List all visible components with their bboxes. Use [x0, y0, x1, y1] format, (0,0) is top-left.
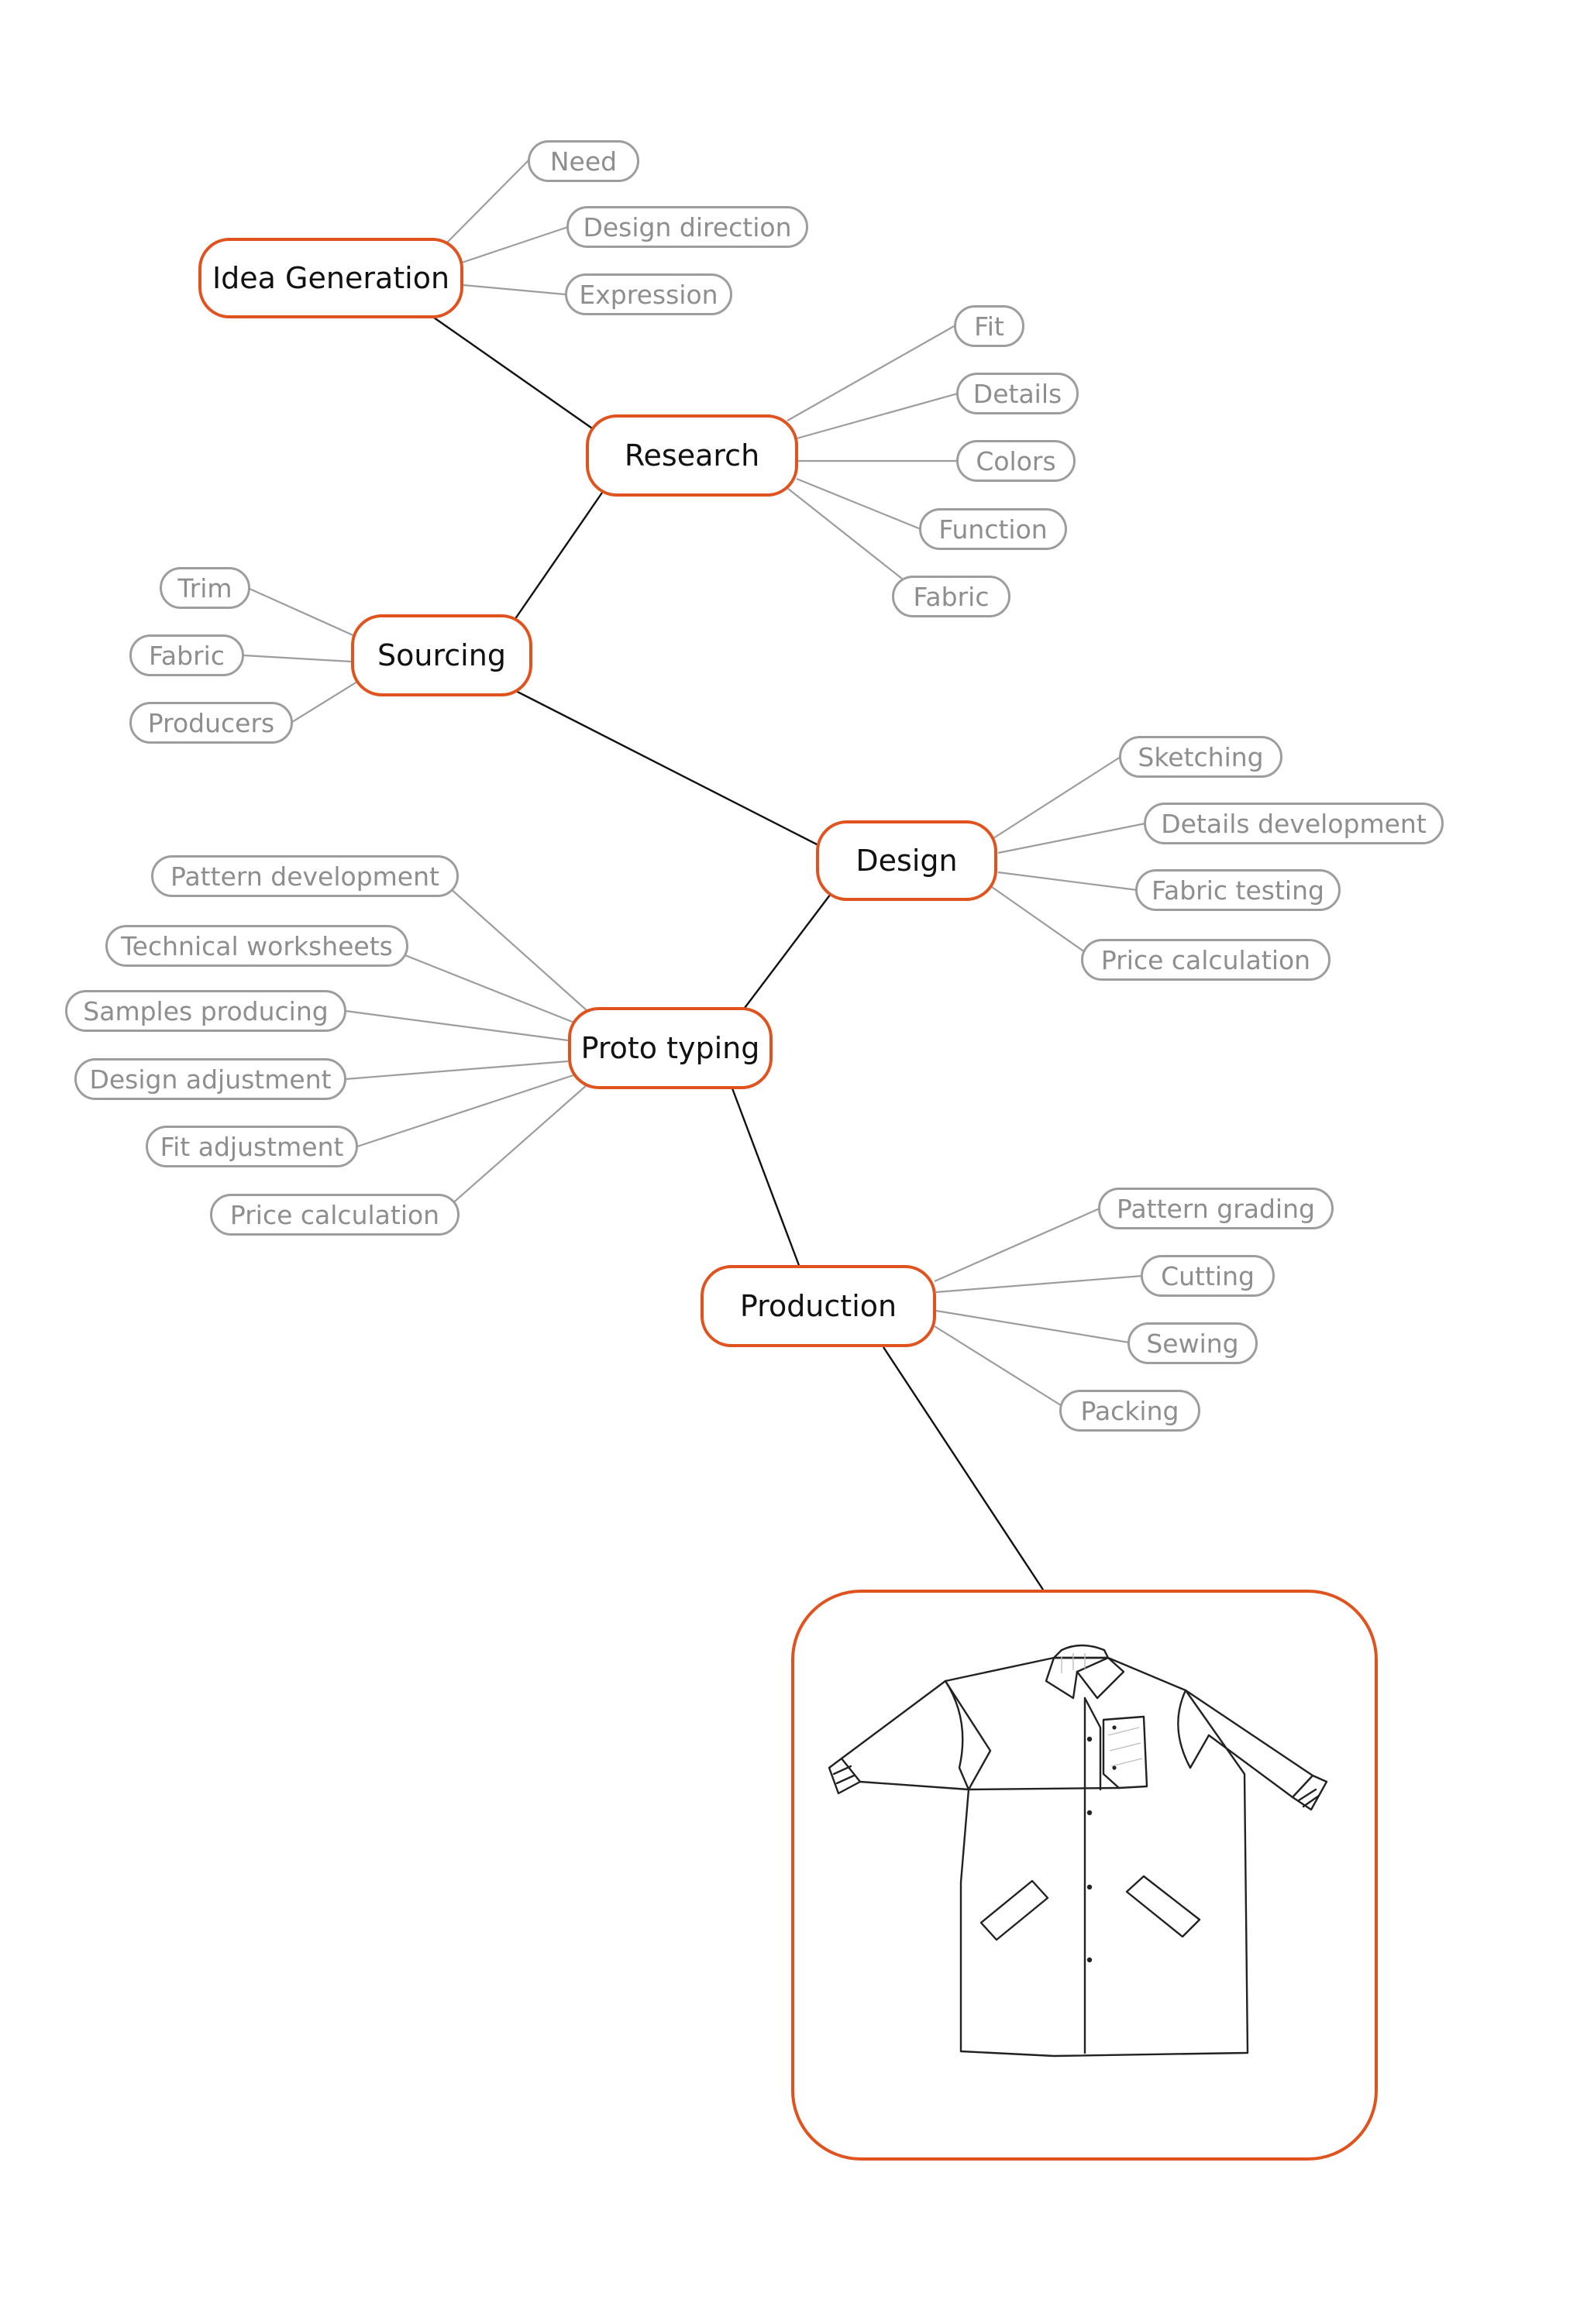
connector-line	[796, 392, 959, 440]
proto-typing-item: Design adjustment	[74, 1058, 346, 1100]
research-item: Fabric	[892, 576, 1010, 617]
connector-line	[787, 487, 903, 579]
connector-line	[402, 953, 579, 1026]
connector-line	[742, 893, 831, 1012]
connector-line	[291, 681, 358, 723]
stage-idea-generation: Idea Generation	[198, 238, 463, 318]
idea-generation-item: Need	[528, 140, 639, 182]
design-item: Details development	[1144, 803, 1444, 844]
stage-research: Research	[586, 414, 798, 497]
connector-line	[997, 871, 1138, 892]
production-item: Pattern grading	[1098, 1188, 1334, 1229]
connector-line	[997, 822, 1146, 854]
connector-line	[449, 887, 588, 1012]
production-item: Packing	[1059, 1390, 1200, 1432]
connector-line	[935, 1274, 1143, 1294]
connector-line	[345, 1009, 569, 1042]
design-item: Price calculation	[1081, 939, 1331, 981]
production-item: Sewing	[1127, 1322, 1258, 1364]
connector-line	[345, 1060, 569, 1081]
proto-typing-item: Price calculation	[210, 1194, 460, 1236]
connector-line	[796, 477, 921, 531]
stage-proto-typing: Proto typing	[568, 1007, 773, 1089]
research-item: Function	[919, 508, 1067, 550]
connector-line	[935, 1309, 1130, 1344]
stage-production: Production	[701, 1265, 936, 1347]
connector-line	[512, 492, 603, 623]
design-item: Fabric testing	[1135, 869, 1341, 911]
proto-typing-item: Fit adjustment	[146, 1126, 358, 1167]
connector-line	[445, 160, 529, 245]
connector-line	[243, 654, 352, 663]
sourcing-item: Fabric	[129, 634, 244, 676]
connector-line	[934, 1325, 1062, 1406]
connector-line	[356, 1072, 579, 1148]
sourcing-item: Trim	[160, 567, 250, 609]
idea-generation-item: Design direction	[566, 206, 808, 248]
connector-line	[463, 284, 566, 296]
production-item: Cutting	[1141, 1255, 1275, 1297]
connector-line	[459, 225, 569, 265]
stage-design: Design	[816, 820, 997, 901]
connector-line	[787, 325, 956, 421]
research-item: Fit	[954, 305, 1024, 347]
sourcing-item: Producers	[129, 702, 293, 744]
connector-line	[249, 587, 357, 638]
design-item: Sketching	[1119, 736, 1282, 778]
connector-line	[993, 756, 1121, 839]
connector-line	[433, 317, 597, 432]
connector-line	[882, 1346, 1045, 1590]
connector-line	[934, 1207, 1100, 1283]
idea-generation-item: Expression	[565, 273, 732, 315]
connector-line	[991, 886, 1086, 953]
proto-typing-item: Samples producing	[65, 990, 346, 1032]
connector-line	[511, 687, 822, 848]
connector-line	[449, 1084, 588, 1206]
proto-typing-item: Pattern development	[151, 855, 459, 897]
connector-line	[731, 1088, 801, 1268]
coat-illustration-icon	[828, 1644, 1328, 2058]
stage-sourcing: Sourcing	[351, 614, 532, 696]
research-item: Details	[956, 373, 1079, 414]
research-item: Colors	[956, 440, 1076, 482]
proto-typing-item: Technical worksheets	[105, 925, 408, 967]
